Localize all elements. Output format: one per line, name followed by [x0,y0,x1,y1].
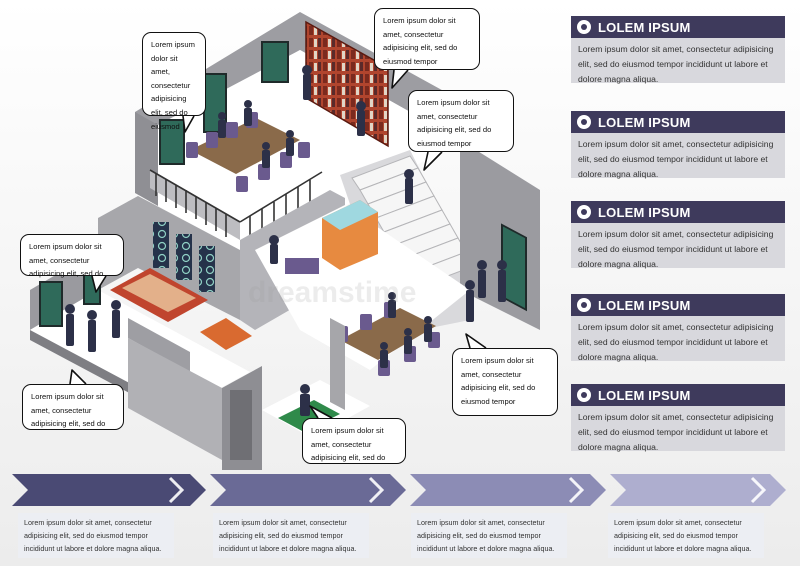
panel-title: LOLEM IPSUM [598,204,691,220]
panel-body: Lorem ipsum dolor sit amet, consectetur … [571,38,785,84]
step-text-1: Lorem ipsum dolor sit amet, consectetur … [18,513,174,558]
arrow-step-4 [610,474,786,506]
panel-title: LOLEM IPSUM [598,297,691,313]
process-arrows [12,474,786,506]
panel-header: LOLEM IPSUM [571,294,785,316]
bubble-upper-left: Lorem ipsum dolor sit amet, consectetur … [142,32,206,131]
bottom-desk [278,400,340,432]
kitchen-counter-top [322,200,378,230]
panel-header: LOLEM IPSUM [571,201,785,223]
watermark: dreamstime [248,276,417,309]
bullet-circle-icon [577,115,591,129]
window-lower-left [39,281,63,327]
panel-body: Lorem ipsum dolor sit amet, consectetur … [571,223,785,269]
wall-art-1 [153,222,169,268]
info-panel-1: LOLEM IPSUM Lorem ipsum dolor sit amet, … [571,16,785,84]
upper-slab-edge [150,170,240,240]
bubble-bottom-left: Lorem ipsum dolor sit amet, consectetur … [22,384,124,430]
panel-body: Lorem ipsum dolor sit amet, consectetur … [571,316,785,362]
partition-wall [128,318,190,372]
arrow-step-2 [210,474,406,506]
info-panel-4: LOLEM IPSUM Lorem ipsum dolor sit amet, … [571,294,785,362]
panel-header: LOLEM IPSUM [571,111,785,133]
bullet-circle-icon [577,20,591,34]
wall-art-3 [199,246,215,292]
panel-title: LOLEM IPSUM [598,114,691,130]
panel-title: LOLEM IPSUM [598,19,691,35]
meeting-table-upper [190,118,300,174]
bullet-circle-icon [577,388,591,402]
info-panel-2: LOLEM IPSUM Lorem ipsum dolor sit amet, … [571,111,785,179]
bubble-tails [69,69,487,419]
panel-body: Lorem ipsum dolor sit amet, consectetur … [571,133,785,179]
sofa-cushion [122,274,196,312]
panel-title: LOLEM IPSUM [598,387,691,403]
bubble-lower-left: Lorem ipsum dolor sit amet, consectetur … [20,234,124,278]
step-text-2: Lorem ipsum dolor sit amet, consectetur … [213,513,369,558]
reception-desk [200,318,252,350]
window-upper-left [159,119,185,165]
middle-front-wall [330,318,345,410]
bubble-bottom-center: Lorem ipsum dolor sit amet, consectetur … [302,418,406,464]
bullet-circle-icon [577,298,591,312]
bubble-stairs: Lorem ipsum dolor sit amet, consectetur … [408,90,514,152]
arrow-step-1 [12,474,206,506]
step-text-4: Lorem ipsum dolor sit amet, consectetur … [608,513,764,558]
info-panel-5: LOLEM IPSUM Lorem ipsum dolor sit amet, … [571,384,785,452]
bubble-upper-right: Lorem ipsum dolor sit amet, consectetur … [374,8,480,70]
small-table-middle [285,258,319,274]
panel-header: LOLEM IPSUM [571,16,785,38]
info-panel-3: LOLEM IPSUM Lorem ipsum dolor sit amet, … [571,201,785,269]
window-upper-back [261,41,289,83]
bullet-circle-icon [577,205,591,219]
meeting-table-lower [340,308,436,360]
arrow-step-3 [410,474,606,506]
upper-railing [149,169,323,238]
panel-header: LOLEM IPSUM [571,384,785,406]
front-wall-left [128,338,222,460]
door [230,390,252,460]
panel-body: Lorem ipsum dolor sit amet, consectetur … [571,406,785,452]
step-text-3: Lorem ipsum dolor sit amet, consectetur … [411,513,567,558]
people [65,65,507,416]
wall-art-2 [176,234,192,280]
bubble-lower-right: Lorem ipsum dolor sit amet, consectetur … [452,348,558,416]
